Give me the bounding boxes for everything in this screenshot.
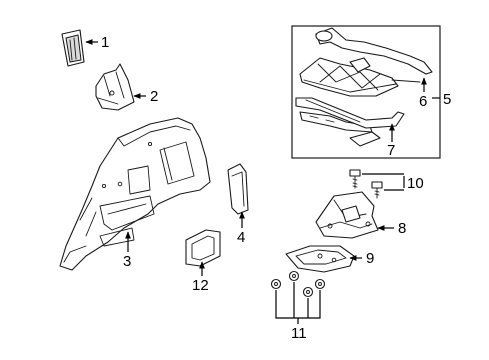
part-4-side-panel xyxy=(227,163,249,215)
leader-10 xyxy=(362,173,405,191)
callout-3: 3 xyxy=(123,253,131,270)
callout-1: 1 xyxy=(101,34,109,51)
part-11-clips xyxy=(270,270,326,298)
callout-2: 2 xyxy=(150,88,158,105)
part-2-bracket xyxy=(95,63,135,111)
part-8-bracket xyxy=(315,191,379,239)
part-9-plate xyxy=(285,245,355,273)
part-6-jack xyxy=(299,27,433,97)
leader-11 xyxy=(275,282,321,324)
callout-10: 10 xyxy=(407,175,424,192)
callout-5: 5 xyxy=(443,91,451,108)
part-12-cover xyxy=(185,229,221,267)
part-10-bolts xyxy=(349,169,383,199)
callout-4: 4 xyxy=(237,229,245,246)
part-1-trim-panel xyxy=(61,29,85,67)
part-7-tools xyxy=(295,97,405,147)
part-3-quarter-trim-panel xyxy=(59,117,211,271)
jack-kit-box xyxy=(291,25,441,159)
callout-7: 7 xyxy=(387,142,395,159)
callout-6: 6 xyxy=(419,93,427,110)
callout-11: 11 xyxy=(291,325,307,342)
callout-9: 9 xyxy=(366,250,374,267)
callout-8: 8 xyxy=(398,220,406,237)
callout-12: 12 xyxy=(192,277,209,294)
